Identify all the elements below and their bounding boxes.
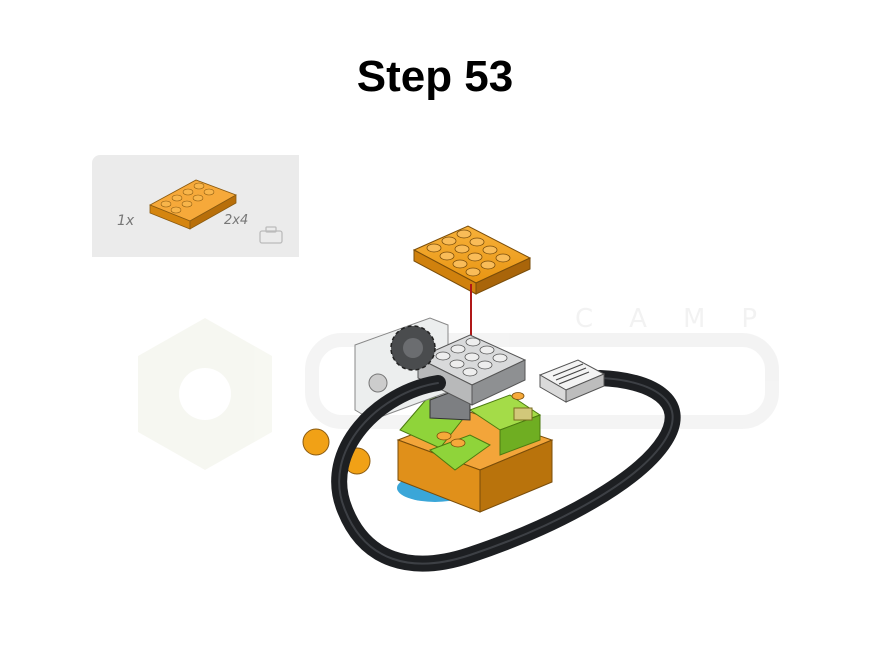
cable-connector-icon bbox=[538, 359, 606, 403]
hexagon-logo-icon bbox=[138, 318, 272, 470]
cable-icon bbox=[331, 370, 681, 572]
part-quantity: 1x bbox=[117, 213, 135, 229]
watermark-text: CAMP bbox=[305, 304, 793, 429]
svg-text:CAMP: CAMP bbox=[575, 304, 793, 334]
floating-plate-icon bbox=[412, 225, 532, 295]
lego-assembly-icon bbox=[302, 317, 554, 513]
toolbox-icon bbox=[259, 226, 283, 244]
part-size-label: 2x4 bbox=[224, 213, 249, 228]
step-title: Step 53 bbox=[356, 52, 514, 101]
plate-2x4-icon bbox=[149, 179, 237, 230]
